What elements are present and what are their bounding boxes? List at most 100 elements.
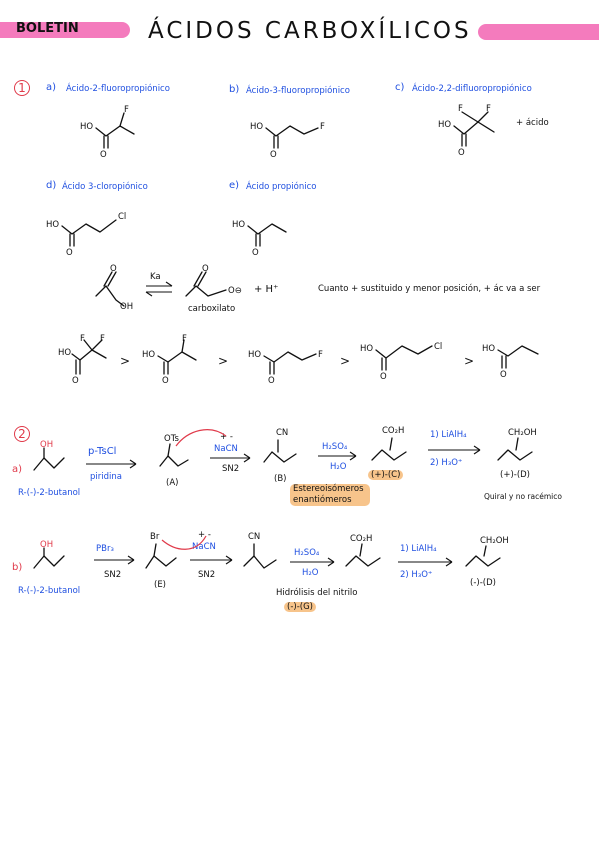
order-1-ho: HO — [58, 348, 72, 358]
mol-a-skeleton — [95, 125, 135, 137]
b-co2h: CO₂H — [350, 534, 373, 544]
order-5-o: O — [500, 370, 507, 380]
b-start-skeleton — [33, 555, 65, 569]
part-a-letter: a) — [12, 464, 23, 475]
a-reagent3-top: H₂SO₄ — [322, 442, 348, 452]
item-d-name: Ácido 3-cloropiónico — [62, 182, 148, 192]
page-title: ÁCIDOS CARBOXÍLICOS — [148, 18, 472, 44]
order-2-o: O — [162, 376, 169, 386]
eq-ominus: O⊖ — [228, 286, 242, 296]
eq-acid-skeleton — [95, 285, 125, 307]
order-4-o: O — [380, 372, 387, 382]
mol-b-skeleton — [265, 125, 319, 137]
order-1-o: O — [72, 376, 79, 386]
mol-b-ho: HO — [250, 122, 264, 132]
mol-c-f1: F — [458, 104, 463, 114]
greater-3: > — [340, 354, 351, 368]
section2-number: 2 — [14, 426, 30, 442]
a-reagent4-top: 1) LiAlH₄ — [430, 430, 467, 440]
item-e-letter: e) — [229, 180, 240, 191]
b-label-E: (E) — [154, 580, 167, 590]
eq-anion-label: carboxilato — [188, 304, 236, 314]
b-reagent3-bottom: H₂O — [302, 568, 319, 578]
mol-d-skeleton — [61, 219, 117, 235]
order-2-skeleton — [157, 351, 197, 363]
a-reagent2-top: NaCN — [214, 444, 238, 454]
order-2-f: F — [182, 334, 187, 344]
b-reagent3-top: H₂SO₄ — [294, 548, 320, 558]
b-reagent1-bottom: SN2 — [104, 570, 122, 580]
a-A-skeleton — [159, 455, 189, 467]
b-reagent2-top: NaCN — [192, 542, 216, 552]
mol-b-o: O — [270, 150, 277, 160]
mol-c-ho: HO — [438, 120, 452, 130]
item-b-letter: b) — [229, 84, 240, 95]
item-c-name: Ácido-2,2-difluoropropiónico — [412, 84, 532, 94]
eq-oh: OH — [120, 302, 134, 312]
order-5-skeleton — [497, 345, 539, 357]
eq-o2: O — [202, 264, 209, 274]
b-label-last: (-)-(D) — [470, 578, 496, 588]
order-3-skeleton — [263, 351, 317, 363]
item-d-letter: d) — [46, 180, 57, 191]
mol-a-f: F — [124, 105, 129, 115]
a-ots: OTs — [164, 434, 179, 444]
item-c-letter: c) — [395, 82, 405, 93]
a-D-skeleton — [497, 449, 533, 461]
a-C-skeleton — [371, 449, 407, 461]
order-2-ho: HO — [142, 350, 156, 360]
mol-e-o: O — [252, 248, 259, 258]
order-1-f1: F — [80, 334, 85, 344]
greater-2: > — [218, 354, 229, 368]
mol-c-o: O — [458, 148, 465, 158]
b-G-skeleton — [345, 555, 381, 567]
eq-o1: O — [110, 264, 117, 274]
order-5-ho: HO — [482, 344, 496, 354]
b-charges: + - — [198, 530, 211, 540]
b-br: Br — [150, 532, 160, 542]
a-reagent1-bottom: piridina — [90, 472, 122, 482]
eq-plus-h: + H⁺ — [254, 284, 279, 295]
a-reagent4-bottom: 2) H₃O⁺ — [430, 458, 463, 468]
order-1-skeleton — [71, 349, 107, 361]
mol-d-cl: Cl — [118, 212, 127, 222]
b-note-hidrolisis: Hidrólisis del nitrilo — [276, 588, 358, 598]
eq-ka: Ka — [150, 272, 161, 282]
mol-c-skeleton — [453, 121, 495, 135]
order-3-f: F — [318, 350, 323, 360]
mol-c-f2: F — [486, 104, 491, 114]
item-e-name: Ácido propiónico — [246, 182, 317, 192]
item-c-note: + ácido — [516, 118, 549, 128]
mol-a-o: O — [100, 150, 107, 160]
greater-1: > — [120, 354, 131, 368]
mol-e-ho: HO — [232, 220, 246, 230]
a-note-quiral: Quiral y no racémico — [484, 492, 562, 501]
mol-e-skeleton — [247, 223, 287, 235]
acidity-explanation: Cuanto + sustituido y menor posición, + … — [318, 284, 541, 294]
b-oh: OH — [40, 540, 54, 550]
order-3-o: O — [268, 376, 275, 386]
b-reagent4-top: 1) LiAlH₄ — [400, 544, 437, 554]
b-label-G: (-)-(G) — [284, 602, 316, 612]
section1-number: 1 — [14, 80, 30, 96]
a-start-name: R-(-)-2-butanol — [18, 488, 81, 498]
order-3-ho: HO — [248, 350, 262, 360]
a-charges: + - — [220, 432, 233, 442]
order-4-skeleton — [375, 345, 433, 359]
mol-a-cf — [119, 112, 125, 127]
greater-4: > — [464, 354, 475, 368]
a-label-B: (B) — [274, 474, 287, 484]
item-b-name: Ácido-3-fluoropropiónico — [246, 86, 350, 96]
a-cn: CN — [276, 428, 289, 438]
header-bar-right — [478, 24, 599, 40]
b-reagent1-top: PBr₃ — [96, 544, 114, 554]
order-4-ho: HO — [360, 344, 374, 354]
item-a-name: Ácido-2-fluoropropiónico — [66, 84, 170, 94]
a-reagent2-bottom: SN2 — [222, 464, 240, 474]
b-start-name: R-(-)-2-butanol — [18, 586, 81, 596]
a-start-skeleton — [33, 457, 65, 471]
mol-d-o: O — [66, 248, 73, 258]
item-a-letter: a) — [46, 82, 57, 93]
a-label-C: (+)-(C) — [368, 470, 404, 480]
